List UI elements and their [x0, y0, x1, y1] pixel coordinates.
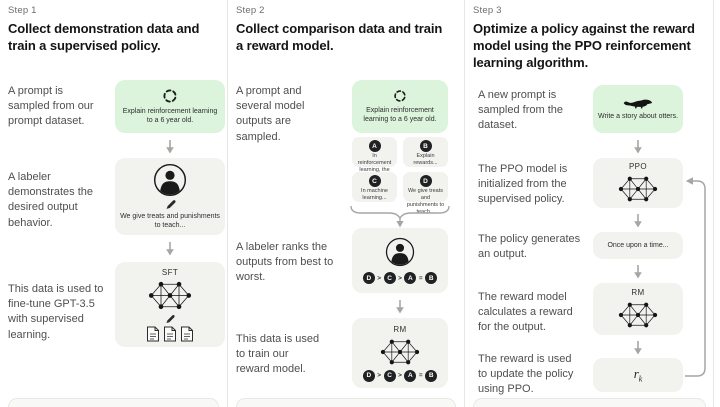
step3-caption-prompt: A new prompt is sampled from the dataset… [478, 89, 563, 132]
neural-network-icon [617, 174, 659, 204]
ppo-label: PPO [628, 162, 648, 171]
next-row-card-edge [473, 398, 706, 407]
arrow-down-icon [633, 139, 643, 154]
feedback-loop-arrow-icon [685, 177, 706, 377]
step3-label: Step 3 [473, 5, 502, 16]
ranking-row: D > C > A = B [362, 272, 438, 284]
step3-ppo-box: PPO [593, 158, 683, 208]
step1-labeler-box: We give treats and punishments to teach.… [115, 158, 225, 235]
neural-network-icon [379, 337, 421, 367]
step1-prompt-text: Explain reinforcement learning to a 6 ye… [122, 107, 218, 124]
next-row-card-edge [8, 398, 219, 407]
documents-icon [146, 326, 194, 342]
step2-caption-prompt: A prompt and several model outputs are s… [236, 85, 305, 143]
step2-panel: Step 2 Collect comparison data and train… [228, 0, 464, 407]
step1-labeler-text: We give treats and punishments to teach.… [120, 212, 220, 229]
step3-prompt-box: Write a story about otters. [593, 85, 683, 133]
step1-label: Step 1 [8, 5, 37, 16]
step3-caption-reward: The reward model calculates a reward for… [478, 291, 573, 334]
step3-caption-update: The reward is used to update the policy … [478, 353, 574, 396]
step3-rm-box: RM [593, 283, 683, 335]
step2-rm-box: RM D > C > A = B [352, 318, 448, 388]
step3-reward-box: rk [593, 358, 683, 392]
step3-panel: Step 3 Optimize a policy against the rew… [465, 0, 720, 407]
rank-separator: = [418, 274, 423, 282]
next-row-card-edge [236, 398, 456, 407]
output-letter-b: B [419, 140, 432, 152]
pencil-icon [165, 199, 176, 210]
step1-panel: Step 1 Collect demonstration data and tr… [0, 0, 227, 407]
step3-output-box: Once upon a time... [593, 232, 683, 259]
ranking-row: D > C > A = B [362, 369, 438, 382]
rank-circle: B [425, 369, 438, 382]
right-edge-divider [713, 0, 714, 407]
step3-caption-output: The policy generates an output. [478, 233, 581, 261]
step1-caption-prompt: A prompt is sampled from our prompt data… [8, 85, 94, 128]
arrow-down-icon [633, 340, 643, 355]
step3-output-text: Once upon a time... [607, 241, 669, 249]
step1-sft-box: SFT [115, 262, 225, 347]
refresh-icon [393, 89, 407, 103]
step2-caption-rank: A labeler ranks the outputs from best to… [236, 241, 334, 284]
step2-label: Step 2 [236, 5, 265, 16]
reward-symbol: rk [633, 366, 643, 384]
neural-network-icon [147, 279, 193, 312]
output-text-c: In machine learning... [361, 188, 388, 201]
rank-separator: > [398, 274, 402, 282]
rank-circle: D [362, 369, 375, 382]
refresh-icon [162, 88, 178, 104]
rank-circle: D [362, 272, 375, 284]
output-box-c: C In machine learning... [352, 172, 397, 202]
rank-circle: C [383, 369, 396, 382]
rm-label: RM [631, 288, 645, 297]
output-letter-a: A [368, 140, 381, 152]
output-letter-d: D [419, 175, 432, 187]
column-divider [464, 0, 465, 407]
step3-prompt-text: Write a story about otters. [598, 113, 679, 121]
output-box-b: B Explain rewards... [403, 137, 448, 167]
step1-caption-labeler: A labeler demonstrates the desired outpu… [8, 171, 93, 229]
sft-label: SFT [161, 267, 179, 277]
step1-heading: Collect demonstration data and train a s… [8, 21, 200, 54]
output-text-b: Explain rewards... [413, 153, 438, 166]
step3-caption-ppo: The PPO model is initialized from the su… [478, 163, 568, 206]
step3-heading: Optimize a policy against the reward mod… [473, 21, 695, 71]
rank-circle: C [383, 272, 396, 284]
output-box-a: A In reinforcement learning, the agent i… [352, 137, 397, 180]
arrow-down-icon [165, 139, 175, 154]
output-text-d: We give treats and punishments to teach.… [406, 188, 445, 215]
rank-circle: B [425, 272, 438, 284]
step2-labeler-box: D > C > A = B [352, 228, 448, 293]
step1-prompt-box: Explain reinforcement learning to a 6 ye… [115, 80, 225, 133]
labeler-icon [153, 163, 187, 197]
rank-separator: > [398, 372, 402, 379]
curly-brace-icon [350, 205, 450, 228]
rank-circle: A [404, 369, 417, 382]
arrow-down-icon [633, 264, 643, 279]
arrow-down-icon [165, 241, 175, 256]
arrow-down-icon [395, 299, 405, 314]
step2-prompt-box: Explain reinforcement learning to a 6 ye… [352, 80, 448, 133]
step2-caption-train: This data is used to train our reward mo… [236, 333, 320, 376]
step2-heading: Collect comparison data and train a rewa… [236, 21, 443, 54]
arrow-down-icon [633, 213, 643, 228]
column-divider [227, 0, 228, 407]
labeler-icon [385, 237, 415, 267]
step2-prompt-text: Explain reinforcement learning to a 6 ye… [363, 106, 437, 123]
rank-separator: > [377, 274, 382, 282]
otter-icon [623, 96, 653, 109]
rank-circle: A [404, 272, 417, 284]
step1-caption-finetune: This data is used to fine-tune GPT-3.5 w… [8, 283, 104, 341]
neural-network-icon [617, 300, 659, 330]
rank-separator: > [377, 372, 382, 379]
rank-separator: = [418, 372, 423, 379]
rm-label: RM [393, 324, 407, 334]
pencil-icon [165, 314, 175, 324]
output-box-d: D We give treats and punishments to teac… [403, 172, 448, 215]
output-letter-c: C [368, 175, 381, 187]
